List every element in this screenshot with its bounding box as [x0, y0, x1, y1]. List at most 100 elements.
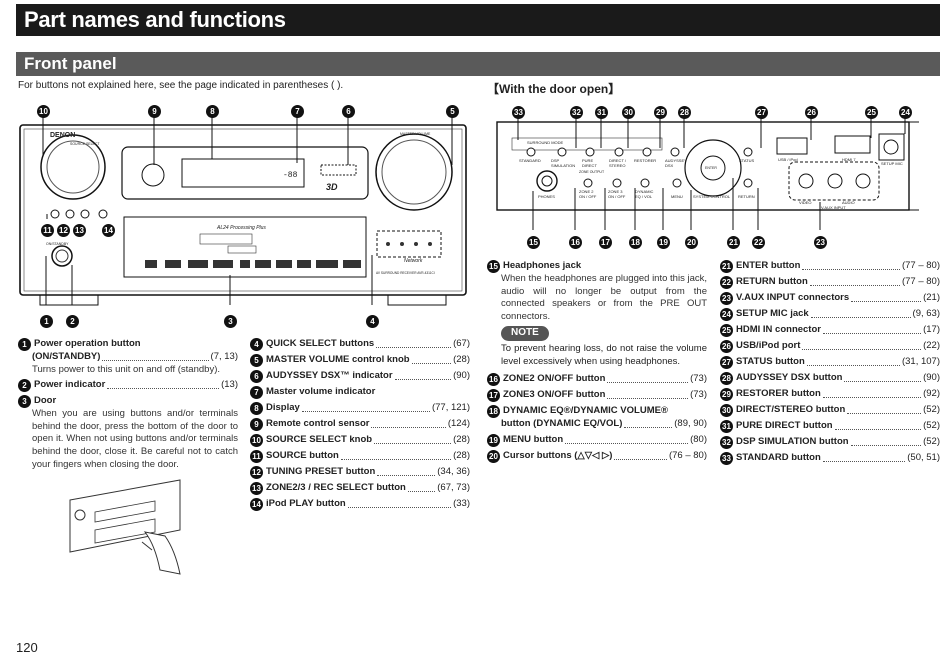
3d-logo: 3D	[326, 182, 338, 192]
leader-dots	[809, 279, 900, 286]
usb-ipod-label: USB / iPod	[778, 157, 798, 162]
video-label: VIDEO	[799, 200, 812, 205]
leader-dots	[102, 354, 209, 361]
item-badge: 21	[720, 260, 733, 273]
item-label: Power indicator	[34, 379, 106, 391]
leader-dots	[844, 375, 922, 382]
item-label: AUDYSSEY DSX™ indicator	[266, 370, 393, 382]
leader-dots	[607, 392, 689, 400]
item-page: (124)	[447, 418, 470, 430]
item-badge: 19	[487, 433, 500, 447]
enter-label: ENTER	[705, 166, 717, 170]
callout-badge: 3	[224, 315, 237, 328]
callout-13: 13	[73, 220, 86, 238]
leader-dots	[565, 437, 689, 444]
callout-1: 1	[40, 311, 53, 329]
item-page: (28)	[453, 450, 470, 462]
leader-dots	[802, 343, 922, 350]
item-badge: 13	[250, 482, 263, 495]
item-page: (9, 63)	[912, 308, 940, 320]
callout-15: 15	[527, 232, 540, 250]
item-page: (21)	[923, 292, 940, 304]
callout-31: 31	[595, 102, 608, 120]
section-title: Front panel	[16, 52, 940, 76]
item-page: (17)	[923, 324, 940, 336]
callout-11: 11	[41, 220, 54, 238]
callout-22: 22	[752, 232, 765, 250]
item-badge: 33	[720, 452, 733, 465]
callout-badge: 13	[73, 224, 86, 237]
item-badge: 12	[250, 466, 263, 479]
item-badge: 25	[720, 324, 733, 337]
item-page: (80)	[690, 433, 707, 445]
leader-dots	[371, 421, 446, 428]
standard-label: STANDARD	[519, 158, 541, 163]
audio-label: AUDIO	[842, 200, 855, 205]
item-page: (52)	[923, 436, 940, 448]
network-logo: Network	[404, 258, 423, 264]
model-label: AV SURROUND RECEIVER AVR-4311CI	[376, 271, 435, 275]
surround-mode-label: SURROUND MODE	[527, 140, 564, 145]
item-page: (67)	[453, 338, 470, 350]
callout-badge: 10	[37, 105, 50, 118]
callout-badge: 20	[685, 236, 698, 249]
item-badge: 9	[250, 418, 263, 431]
item-label: Remote control sensor	[266, 418, 370, 430]
item-badge: 10	[250, 434, 263, 447]
list-item: button (DYNAMIC EQ/VOL)(89, 90)	[487, 418, 707, 431]
leader-dots	[822, 327, 922, 334]
callout-badge: 15	[527, 236, 540, 249]
leader-dots	[834, 423, 922, 430]
menu-label: MENU	[671, 194, 683, 199]
leader-dots	[374, 437, 452, 444]
leader-dots	[806, 359, 900, 366]
callout-16: 16	[569, 232, 582, 250]
vaux-label: V.AUX INPUT	[821, 205, 846, 210]
item-badge: 29	[720, 388, 733, 401]
callout-badge: 29	[654, 106, 667, 119]
callout-badge: 30	[622, 106, 635, 119]
callout-25: 25	[865, 102, 878, 120]
page-number: 120	[16, 640, 38, 655]
brand-logo: DENON	[50, 132, 76, 139]
leader-dots	[851, 295, 922, 302]
callout-badge: 17	[599, 236, 612, 249]
callout-6: 6	[342, 101, 355, 119]
item-badge: 27	[720, 356, 733, 369]
item-label: STATUS button	[736, 356, 805, 368]
door-illustration	[60, 470, 210, 580]
item-label: DSP SIMULATION button	[736, 436, 849, 448]
leader-dots	[340, 453, 452, 460]
callout-17: 17	[599, 232, 612, 250]
item-label: Display	[266, 402, 300, 414]
item-label: MASTER VOLUME control knob	[266, 354, 410, 366]
item-badge: 8	[250, 402, 263, 415]
front-panel-drawing	[19, 115, 467, 306]
callout-badge: 25	[865, 106, 878, 119]
callout-badge: 11	[41, 224, 54, 237]
callout-26: 26	[805, 102, 818, 120]
leader-dots	[377, 469, 436, 476]
callout-30: 30	[622, 102, 635, 120]
item-badge: 4	[250, 338, 263, 351]
item-label: ZONE3 ON/OFF button	[503, 389, 606, 401]
page-title: Part names and functions	[16, 4, 940, 36]
callout-badge: 18	[629, 236, 642, 249]
callout-18: 18	[629, 232, 642, 250]
item-page: (77 – 80)	[901, 260, 940, 272]
callout-badge: 33	[512, 106, 525, 119]
callout-badge: 22	[752, 236, 765, 249]
callout-badge: 31	[595, 106, 608, 119]
